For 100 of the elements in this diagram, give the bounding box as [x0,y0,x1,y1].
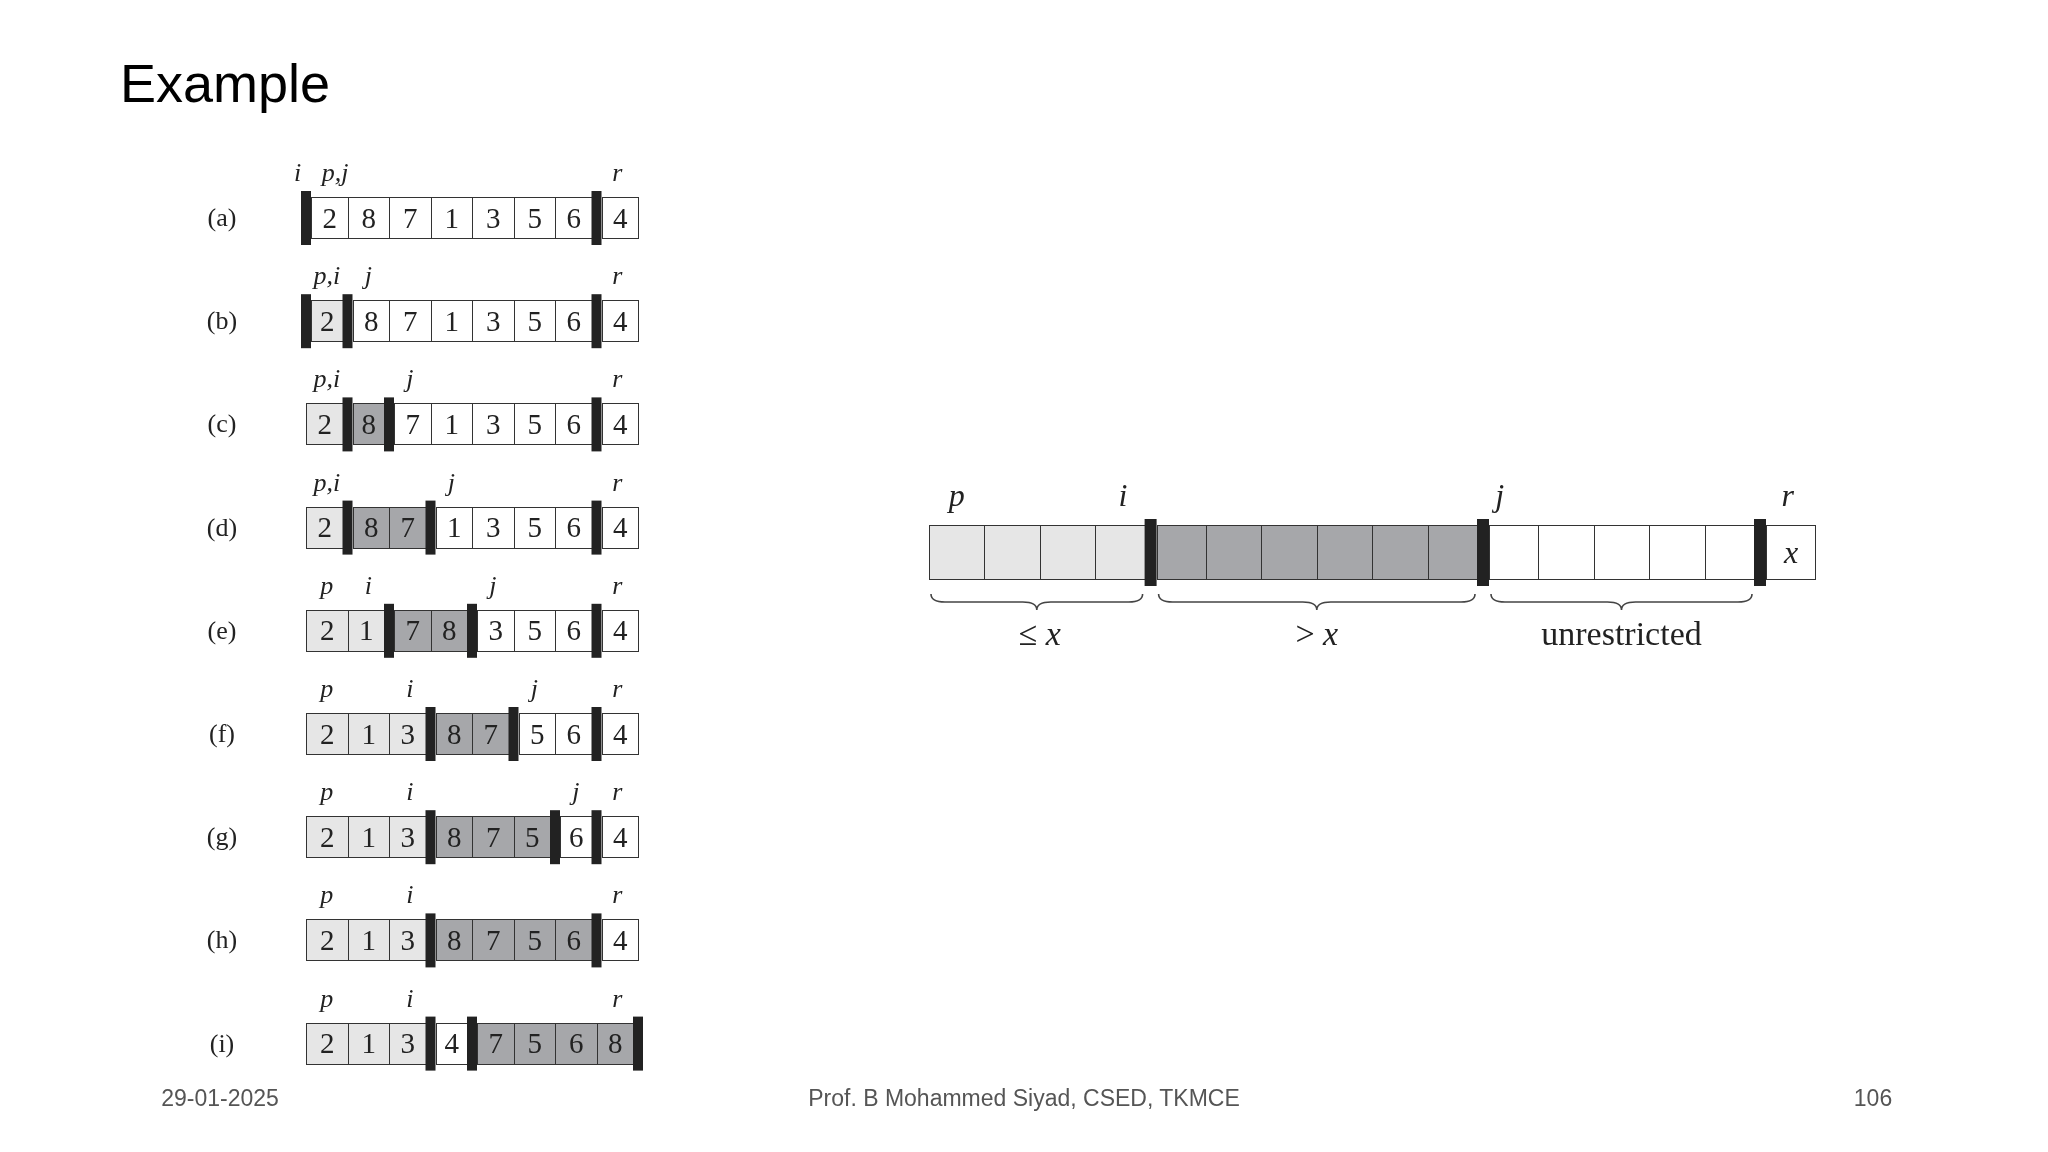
array-cell: 1 [430,197,473,239]
marker-label: r [1781,476,1794,514]
array-cell: 3 [472,506,515,549]
array-cell: 6 [560,816,593,859]
region-label: unrestricted [1541,615,1702,653]
array-cell [1095,525,1146,580]
array-cell [1704,525,1755,580]
marker-label: j [530,674,538,704]
marker-label: r [612,467,623,498]
array-cell: 6 [555,919,593,962]
marker-label: r [612,158,623,188]
marker-label: p,i [313,364,341,395]
array-cell: 4 [601,609,639,652]
marker-label: p [320,674,334,704]
array-cell: 3 [389,1022,427,1065]
array-cell: 1 [435,506,473,549]
array-cell: 1 [430,300,473,343]
marker-label: r [612,777,623,808]
array-cell [1489,525,1540,580]
slide-date: 29-01-2025 [161,1084,279,1112]
row-label: (f) [209,719,235,749]
array-cell [1593,525,1651,580]
row-label: (i) [209,1028,235,1059]
array-cell: 6 [555,1022,598,1065]
row-label: (e) [207,615,237,646]
array-cell: 5 [513,197,556,239]
row-label: (a) [207,203,237,233]
array-cell: 5 [513,1022,556,1065]
array-cell: 4 [601,713,639,755]
array-cell: 2 [306,816,349,859]
array-cell: 1 [347,713,390,755]
array-cell: 1 [347,609,385,652]
marker-label: p,j [321,158,349,188]
row-label: (b) [206,306,238,337]
array-cell: 4 [601,300,639,343]
array-cell: 8 [352,506,390,549]
marker-label: p [320,570,334,601]
array-cell [1206,525,1263,580]
array-cell: 1 [347,816,390,859]
array-cell: 3 [389,816,427,859]
array-cell: x [1766,525,1817,580]
marker-label: i [1118,476,1128,514]
array-cell: 4 [601,506,639,549]
array-cell: 5 [513,816,551,859]
array-cell: 6 [555,300,593,343]
marker-label: r [612,364,623,395]
slide-footer: Prof. B Mohammed Siyad, CSED, TKMCE [808,1084,1240,1112]
array-cell: 6 [555,403,593,446]
marker-label: p [320,880,334,911]
marker-label: i [294,158,302,188]
array-cell: 8 [435,713,473,755]
array-cell: 6 [555,197,593,239]
page-number: 106 [1853,1084,1893,1112]
marker-label: i [406,880,414,911]
array-cell: 4 [601,919,639,962]
array-cell [1156,525,1207,580]
array-cell: 2 [306,403,344,446]
array-cell: 6 [555,713,593,755]
marker-label: j [364,261,372,292]
marker-label: r [612,880,623,911]
array-cell: 3 [472,300,515,343]
region-label: ≤ x [1018,615,1061,653]
array-cell: 2 [306,919,349,962]
array-cell: 8 [435,919,473,962]
marker-label: r [612,983,623,1014]
array-cell: 3 [389,713,427,755]
array-cell: 7 [472,919,515,962]
array-cell: 7 [389,300,432,343]
array-cell: 5 [518,713,556,755]
array-cell [1261,525,1318,580]
array-cell [984,525,1041,580]
array-cell: 7 [472,816,515,859]
array-cell: 8 [352,300,390,343]
array-cell: 5 [513,609,556,652]
array-cell: 2 [311,197,349,239]
array-cell: 8 [430,609,468,652]
array-cell [929,525,986,580]
array-cell: 8 [435,816,473,859]
row-label: (c) [207,409,237,440]
array-cell: 6 [555,609,593,652]
array-cell: 7 [394,403,432,446]
array-cell: 6 [555,506,593,549]
marker-label: i [406,674,414,704]
array-cell: 7 [394,609,432,652]
row-label: (h) [206,925,238,956]
region-label: > x [1295,615,1339,653]
array-cell: 1 [347,919,390,962]
marker-label: r [612,570,623,601]
marker-label: i [364,570,372,601]
array-cell: 4 [601,816,639,859]
slide-title: Example [120,52,331,114]
array-cell: 7 [389,506,427,549]
marker-label: p,i [313,467,341,498]
array-cell [1316,525,1374,580]
array-cell: 4 [601,403,639,446]
array-cell: 2 [306,1022,349,1065]
array-cell: 2 [306,609,349,652]
row-label: (d) [206,512,238,543]
array-cell [1427,525,1478,580]
marker-label: r [612,261,623,292]
